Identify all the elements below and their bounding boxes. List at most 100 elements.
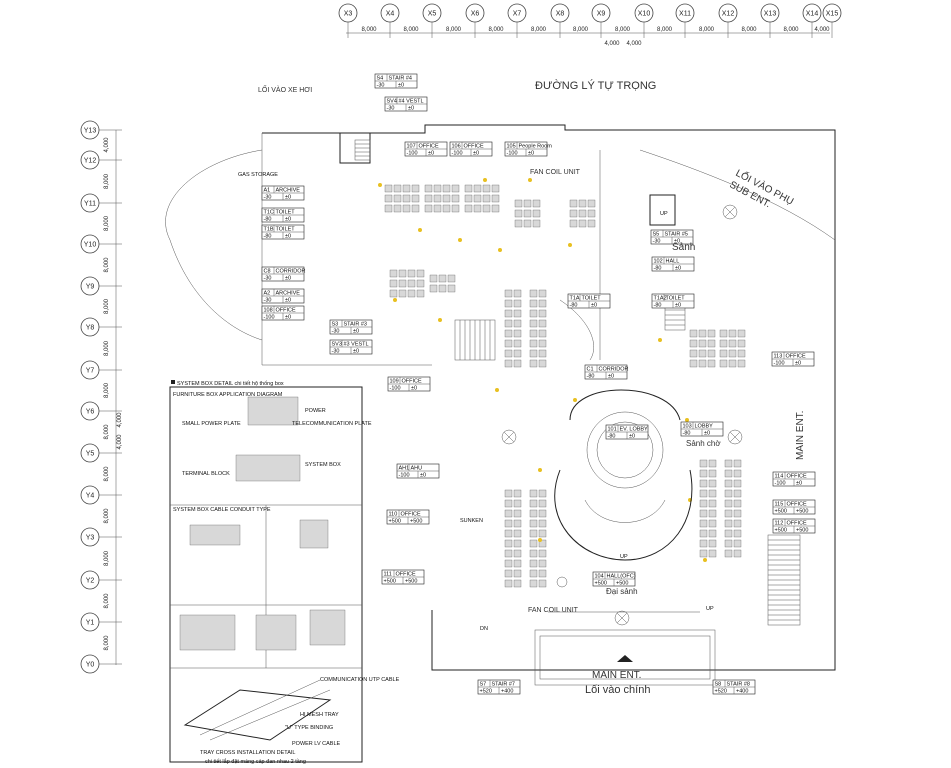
room-level-2: ±0 xyxy=(285,234,291,240)
room-level: -80 xyxy=(264,234,272,240)
desk xyxy=(724,529,733,538)
door-marker xyxy=(568,243,572,247)
room-id: 106 xyxy=(452,144,461,150)
room-id: S8 xyxy=(715,682,722,688)
desk xyxy=(708,459,717,468)
door-marker xyxy=(393,298,397,302)
room-name: OFFICE xyxy=(276,308,296,314)
dimension-x: 8,000 xyxy=(783,27,799,33)
room-level: -30 xyxy=(332,349,340,355)
desk xyxy=(724,459,733,468)
room-id: 105 xyxy=(507,144,516,150)
desk xyxy=(578,209,587,218)
desk xyxy=(384,194,393,203)
grid-label-y: Y2 xyxy=(86,578,95,585)
desk xyxy=(569,219,578,228)
desk xyxy=(398,279,407,288)
desk xyxy=(513,499,522,508)
detail-sub2: SYSTEM BOX CABLE CONDUIT TYPE xyxy=(173,507,271,513)
dimension-y-sub: 4,000 xyxy=(117,434,123,450)
grid-label-x: X15 xyxy=(826,11,839,18)
desk xyxy=(504,489,513,498)
tray-power: POWER LV CABLE xyxy=(292,741,341,747)
desk xyxy=(513,519,522,528)
room-level: +500 xyxy=(384,579,396,585)
desk xyxy=(708,529,717,538)
room-name: STAIR #7 xyxy=(492,682,515,688)
desk xyxy=(416,289,425,298)
desk xyxy=(513,299,522,308)
dimension-y: 8,000 xyxy=(104,298,110,314)
desk xyxy=(398,289,407,298)
desk xyxy=(513,339,522,348)
desk xyxy=(513,549,522,558)
room-id: C8 xyxy=(264,269,271,275)
dimension-x: 8,000 xyxy=(573,27,589,33)
desk xyxy=(538,289,547,298)
desk xyxy=(538,579,547,588)
desk xyxy=(504,319,513,328)
room-id: 107 xyxy=(407,144,416,150)
grid-label-y: Y1 xyxy=(86,620,95,627)
grid-bubble-y xyxy=(80,570,100,590)
room-id: T1A2 xyxy=(654,296,667,302)
grid-label-y: Y5 xyxy=(86,451,95,458)
dimension-x: 8,000 xyxy=(741,27,757,33)
desk xyxy=(724,479,733,488)
desk xyxy=(411,184,420,193)
grid-bubble-x xyxy=(550,3,570,23)
desk xyxy=(724,489,733,498)
room-level: -30 xyxy=(653,239,661,245)
note-tele: TELECOMMUNICATION PLATE xyxy=(292,421,372,427)
central-lobby xyxy=(501,204,743,686)
grid-bubble-x xyxy=(380,3,400,23)
room-level-2: ±0 xyxy=(795,361,801,367)
desk xyxy=(529,359,538,368)
grid-label-x: X9 xyxy=(597,11,606,18)
desk xyxy=(513,329,522,338)
desk xyxy=(513,579,522,588)
desk xyxy=(398,269,407,278)
dimension-x-sub: 4,000 xyxy=(626,41,642,47)
sanh-cho-label: Sảnh chờ xyxy=(686,439,721,448)
grid-label-x: X5 xyxy=(428,11,437,18)
grid-label-y: Y6 xyxy=(86,409,95,416)
room-name: TOILET xyxy=(666,296,686,302)
desk xyxy=(708,519,717,528)
room-level: -30 xyxy=(332,329,340,335)
desk xyxy=(569,199,578,208)
room-name: CORRIDOR xyxy=(599,367,629,373)
dimension-y: 8,000 xyxy=(104,550,110,566)
room-level-2: ±0 xyxy=(796,481,802,487)
desk xyxy=(538,549,547,558)
room-id: S7 xyxy=(480,682,487,688)
desk xyxy=(504,349,513,358)
grid-label-y: Y0 xyxy=(86,662,95,669)
desk xyxy=(724,509,733,518)
desk xyxy=(513,539,522,548)
room-level-2: ±0 xyxy=(591,303,597,309)
desk xyxy=(578,219,587,228)
desk xyxy=(513,509,522,518)
stair xyxy=(354,139,371,161)
dimension-x: 8,000 xyxy=(403,27,419,33)
room-name: LOBBY xyxy=(695,424,714,430)
desk xyxy=(402,204,411,213)
desk xyxy=(569,209,578,218)
room-id: 115 xyxy=(775,502,784,508)
desk xyxy=(532,199,541,208)
room-level-2: +400 xyxy=(736,689,748,695)
grid-label-y: Y8 xyxy=(86,325,95,332)
door-marker xyxy=(538,468,542,472)
desk xyxy=(402,194,411,203)
desk xyxy=(504,289,513,298)
desk xyxy=(538,299,547,308)
